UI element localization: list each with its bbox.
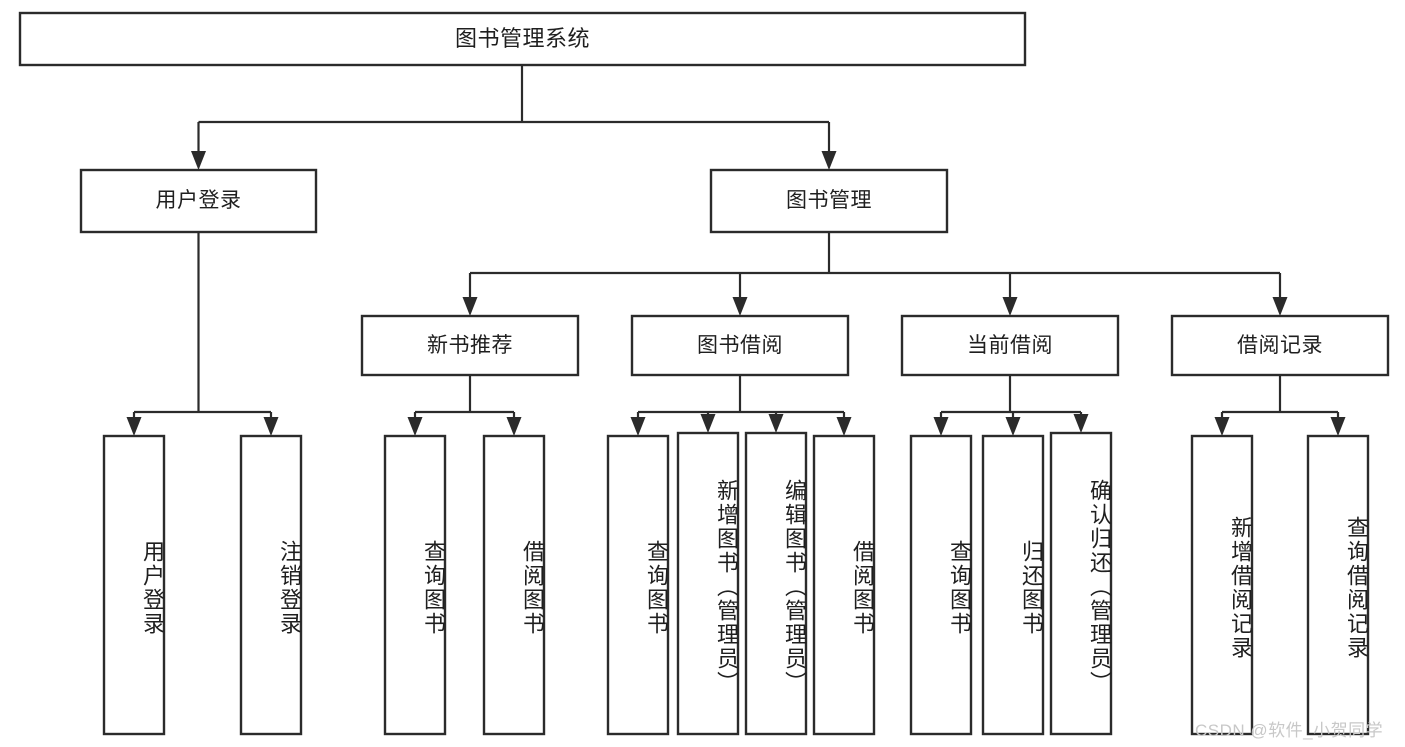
csdn-watermark: CSDN @软件_小贺同学 xyxy=(1195,721,1384,740)
node-用户登录-box xyxy=(102,434,166,736)
arrow-head-icon-node-当前借阅-0 xyxy=(933,417,949,436)
arrow-head-icon-node-当前借阅-2 xyxy=(1073,414,1089,433)
arrow-head-icon-node-新书推荐-1 xyxy=(506,417,522,436)
arrow-head-icon-node-图书借阅-3 xyxy=(836,417,852,436)
arrow-head-icon-level2-0 xyxy=(191,151,206,170)
arrow-head-icon-level2-1 xyxy=(821,151,837,170)
node-查询图书-box xyxy=(606,434,670,736)
node-用户登录-box xyxy=(79,168,318,234)
arrow-head-icon-node-新书推荐-0 xyxy=(407,417,423,436)
arrow-head-icon-node-图书借阅-1 xyxy=(700,414,716,433)
node-借阅记录-box xyxy=(1170,314,1390,377)
node-新增借阅记录-box xyxy=(1190,434,1254,736)
arrow-head-icon-level3-2 xyxy=(1002,297,1018,316)
node-图书管理-box xyxy=(709,168,949,234)
node-归还图书-box xyxy=(981,434,1045,736)
node-借阅图书-box xyxy=(482,434,546,736)
node-注销登录-box xyxy=(239,434,303,736)
connectors-layer xyxy=(126,65,1346,436)
arrow-head-icon-node-图书借阅-0 xyxy=(630,417,646,436)
arrow-head-icon-node-图书借阅-2 xyxy=(768,414,784,433)
node-当前借阅-box xyxy=(900,314,1120,377)
arrow-head-icon-level3-1 xyxy=(732,297,748,316)
arrow-head-icon-level3-3 xyxy=(1272,297,1288,316)
node-查询图书-box xyxy=(383,434,447,736)
arrow-head-icon-node-用户登录-0 xyxy=(126,417,142,436)
node-查询借阅记录-box xyxy=(1306,434,1370,736)
node-新增图书管理员-box xyxy=(676,431,740,736)
arrow-head-icon-node-当前借阅-1 xyxy=(1005,417,1021,436)
arrow-head-icon-node-借阅记录-1 xyxy=(1330,417,1346,436)
node-查询图书-box xyxy=(909,434,973,736)
node-借阅图书-box xyxy=(812,434,876,736)
boxes-layer xyxy=(18,11,1390,736)
node-确认归还管理员-box xyxy=(1049,431,1113,736)
arrow-head-icon-node-借阅记录-0 xyxy=(1214,417,1230,436)
node-新书推荐-box xyxy=(360,314,580,377)
node-图书借阅-box xyxy=(630,314,850,377)
node-图书管理系统-box xyxy=(18,11,1027,67)
node-编辑图书管理员-box xyxy=(744,431,808,736)
arrow-head-icon-level3-0 xyxy=(462,297,478,316)
arrow-head-icon-node-用户登录-1 xyxy=(263,417,279,436)
